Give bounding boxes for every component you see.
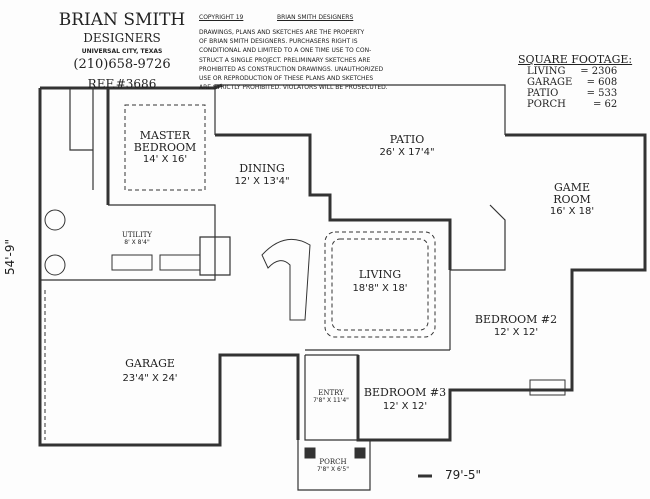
depth-dimension: 54'-9" — [3, 238, 18, 276]
square-footage-title: SQUARE FOOTAGE: — [518, 53, 633, 66]
table-row: PATIO= 533 — [527, 88, 618, 99]
copyright-owner: BRIAN SMITH DESIGNERS — [277, 14, 354, 21]
table-row: LIVING= 2306 — [527, 66, 618, 77]
designer-phone: (210)658-9726 — [73, 57, 171, 72]
copyright-year: COPYRIGHT 19 — [199, 14, 244, 21]
square-footage-table: LIVING= 2306 GARAGE= 608 PATIO= 533 PORC… — [523, 66, 621, 110]
fixtures — [44, 209, 566, 459]
width-dimension: 79'-5" — [445, 468, 482, 482]
designer-name: BRIAN SMITH — [58, 10, 186, 30]
interior-walls — [40, 84, 506, 491]
designer-location: UNIVERSAL CITY, TEXAS — [81, 48, 163, 55]
exterior-walls — [38, 83, 647, 447]
table-row: PORCH= 62 — [527, 99, 618, 110]
table-row: GARAGE= 608 — [527, 77, 618, 88]
reference-number: REF.#3686 — [87, 77, 157, 91]
dashed-lines — [44, 104, 436, 440]
designer-subtitle: DESIGNERS — [83, 31, 161, 45]
copyright-notice: DRAWINGS, PLANS AND SKETCHES ARE THE PRO… — [199, 29, 388, 92]
